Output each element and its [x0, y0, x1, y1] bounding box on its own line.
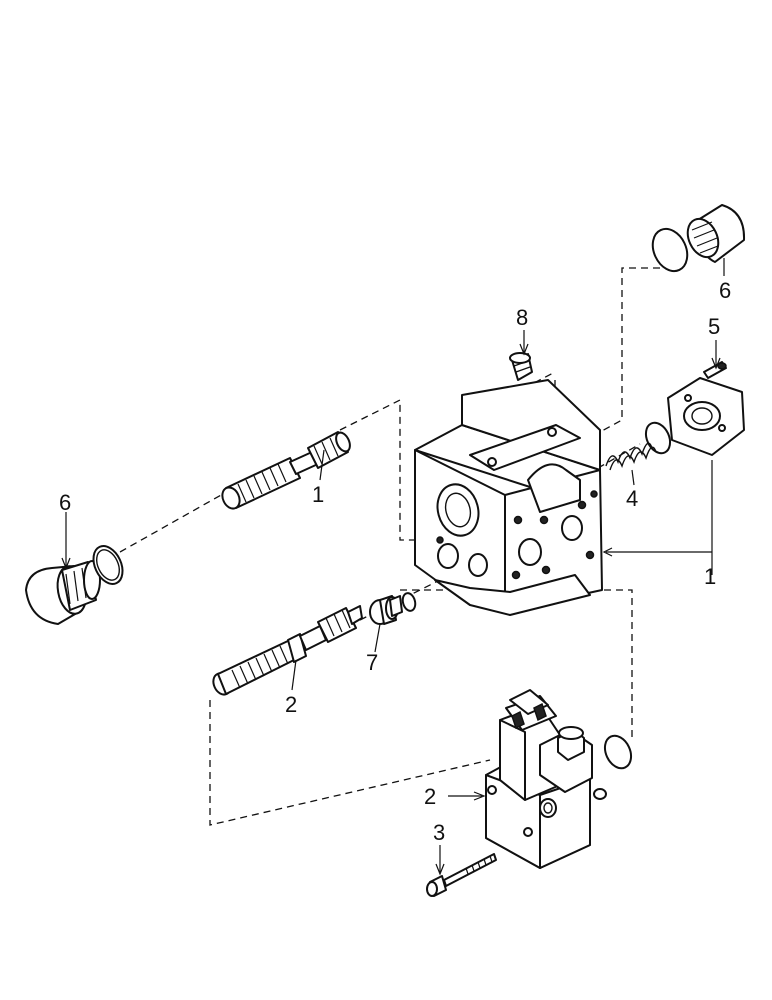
callout-8: 8 — [516, 305, 528, 330]
valve-housing — [414, 379, 603, 616]
callout-6-right: 6 — [719, 278, 731, 303]
leader-4 — [631, 469, 635, 486]
callout-6-left: 6 — [59, 490, 71, 515]
callout-1-right: 1 — [704, 564, 716, 589]
piston-and-oring — [369, 592, 417, 625]
guide-plug-left — [119, 489, 231, 553]
lower-spool — [212, 605, 363, 696]
leader-7 — [374, 623, 381, 653]
leader-2-spool — [291, 659, 297, 691]
long-screw — [426, 853, 497, 897]
callout-3: 3 — [433, 820, 445, 845]
solenoid-valve — [485, 689, 633, 869]
callouts: 6 1 8 6 5 4 1 7 2 2 3 — [59, 258, 731, 876]
guide-lower-left — [209, 700, 491, 826]
callout-1-upper: 1 — [312, 482, 324, 507]
end-plug-right — [651, 204, 746, 273]
breather-plug — [509, 352, 533, 381]
leader-1-upper — [319, 449, 325, 481]
callout-7: 7 — [366, 650, 378, 675]
callout-5: 5 — [708, 314, 720, 339]
guide-spring — [597, 443, 641, 469]
guide-upper-spool — [339, 398, 418, 541]
spring-and-oring — [605, 421, 672, 471]
guide-plug-right — [599, 267, 660, 433]
flange-block — [667, 361, 745, 456]
callout-4: 4 — [626, 486, 638, 511]
leader-1-right — [606, 460, 713, 575]
callout-2-valve: 2 — [424, 784, 436, 809]
upper-spool — [221, 431, 351, 510]
end-plug-left — [25, 545, 124, 625]
callout-2-spool: 2 — [285, 692, 297, 717]
